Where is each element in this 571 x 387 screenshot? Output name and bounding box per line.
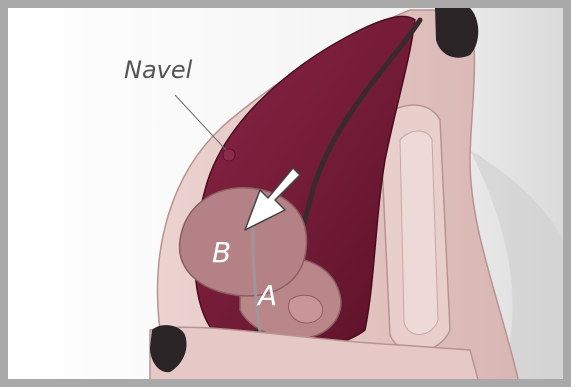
forearm-inner bbox=[400, 131, 438, 335]
navel-marker bbox=[223, 149, 235, 161]
label-b: B bbox=[212, 236, 231, 269]
head-b bbox=[180, 188, 307, 296]
top-clamp bbox=[435, 8, 478, 58]
navel-label: Navel bbox=[124, 56, 193, 84]
label-a: A bbox=[256, 279, 277, 312]
